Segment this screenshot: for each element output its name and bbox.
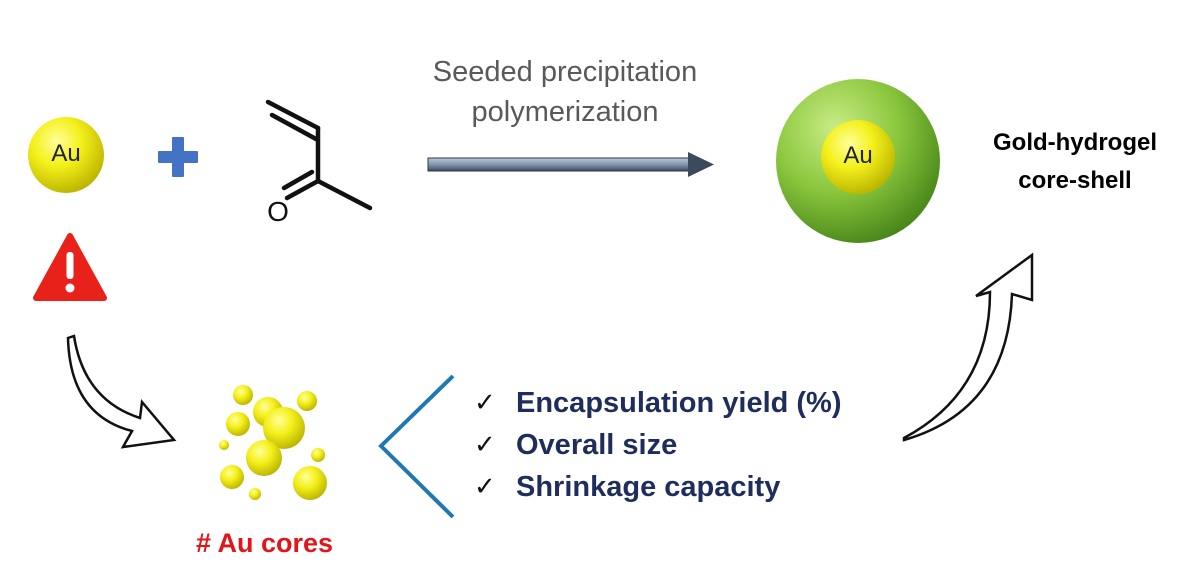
criteria-item-label: Encapsulation yield (%) [516,386,842,419]
criteria-item: ✓ Shrinkage capacity [474,466,842,508]
gold-label: Au [51,140,81,167]
criteria-list: ✓ Encapsulation yield (%) ✓ Overall size… [474,382,842,508]
product-name: Gold-hydrogel core-shell [960,124,1190,200]
criteria-item-label: Shrinkage capacity [516,470,781,503]
warning-icon [33,233,107,301]
checkmark-icon: ✓ [474,472,496,502]
au-cores-label: # Au cores [196,528,334,558]
gold-nanoparticle [28,117,104,193]
checkmark-icon: ✓ [474,388,496,418]
monomer-structure [265,99,373,211]
reaction-arrow [427,152,714,177]
multiple-gold-cores-icon [219,385,327,500]
plus-icon [158,137,198,177]
criteria-item: ✓ Encapsulation yield (%) [474,382,842,424]
checkmark-icon: ✓ [474,430,496,460]
reaction-title-line2: polymerization [471,96,659,128]
product-name-line2: core-shell [1018,167,1132,194]
core-gold-label: Au [843,142,873,169]
gold-core [821,120,895,194]
criteria-bracket [378,374,455,519]
curved-arrow-up-icon [902,252,1034,442]
oxygen-atom-label: O [267,196,289,227]
reaction-title-line1: Seeded precipitation [432,56,698,88]
criteria-item-label: Overall size [516,428,678,461]
curved-arrow-down-icon [66,334,177,449]
reaction-title: Seeded precipitation polymerization [395,52,735,132]
criteria-item: ✓ Overall size [474,424,842,466]
product-name-line1: Gold-hydrogel [993,129,1157,156]
